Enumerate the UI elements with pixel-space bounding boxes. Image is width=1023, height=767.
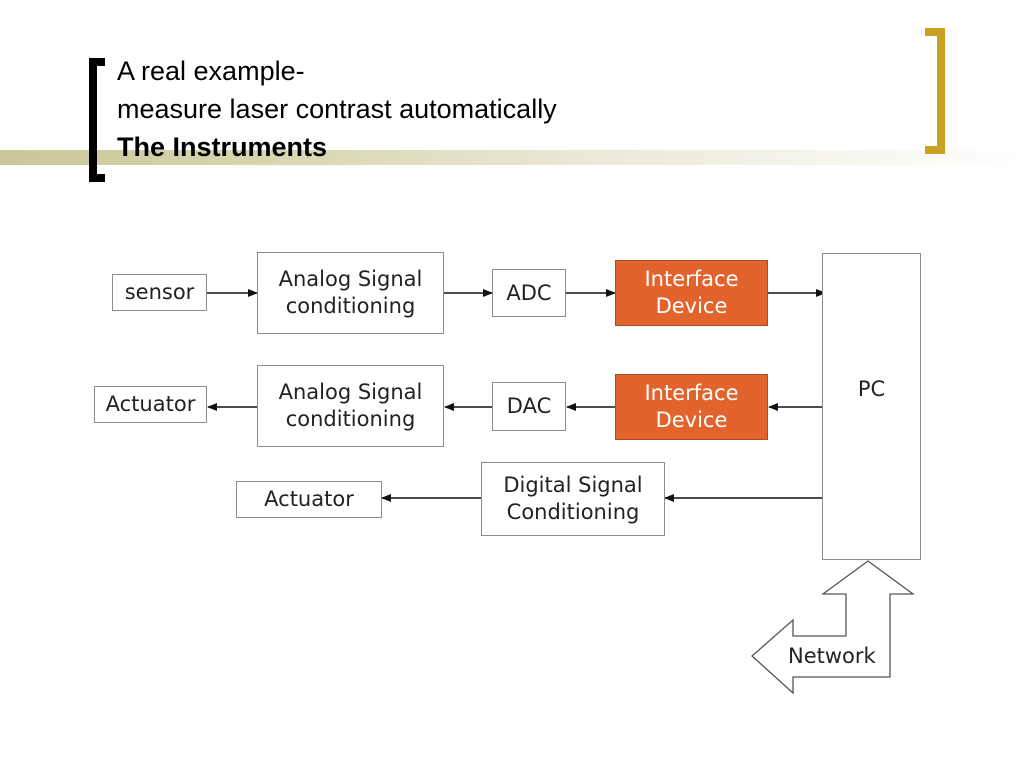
sensor-label: sensor	[124, 280, 195, 304]
actuator-bottom-label: Actuator	[264, 487, 354, 511]
actuator-box-bottom: Actuator	[236, 481, 382, 518]
analog-mid-line-1: Analog Signal	[278, 380, 423, 404]
analog-top-line-1: Analog Signal	[278, 267, 423, 291]
dac-box: DAC	[492, 382, 566, 431]
pc-box: PC	[822, 253, 921, 560]
actuator-box-middle: Actuator	[94, 386, 207, 423]
digital-line-2: Conditioning	[506, 500, 640, 524]
dac-label: DAC	[506, 394, 552, 418]
title-band	[0, 150, 1023, 165]
actuator-middle-label: Actuator	[105, 392, 196, 416]
sensor-box: sensor	[112, 274, 207, 311]
digital-signal-box: Digital Signal Conditioning	[481, 462, 665, 536]
interface-device-box-middle: Interface Device	[615, 374, 768, 440]
digital-line-1: Digital Signal	[503, 473, 643, 497]
title-line-3: The Instruments	[117, 132, 328, 162]
network-arrow-shape	[751, 560, 915, 695]
interface-top-line-1: Interface	[644, 267, 739, 291]
pc-label: PC	[857, 377, 886, 401]
title-line-1: A real example-	[117, 56, 305, 86]
interface-mid-line-1: Interface	[644, 381, 739, 405]
adc-box: ADC	[492, 269, 566, 317]
adc-label: ADC	[506, 280, 552, 305]
interface-mid-line-2: Device	[655, 408, 728, 432]
interface-top-line-2: Device	[655, 294, 728, 318]
title-line-2: measure laser contrast automatically	[117, 94, 557, 124]
interface-device-box-top: Interface Device	[615, 260, 768, 326]
analog-mid-line-2: conditioning	[285, 407, 416, 431]
analog-signal-box-middle: Analog Signal conditioning	[257, 365, 444, 447]
analog-top-line-2: conditioning	[285, 294, 416, 318]
analog-signal-box-top: Analog Signal conditioning	[257, 252, 444, 334]
right-bracket-decoration	[925, 28, 945, 154]
slide-title: A real example- measure laser contrast a…	[117, 52, 557, 166]
network-label: Network	[788, 644, 876, 668]
left-bracket-decoration	[89, 58, 105, 182]
